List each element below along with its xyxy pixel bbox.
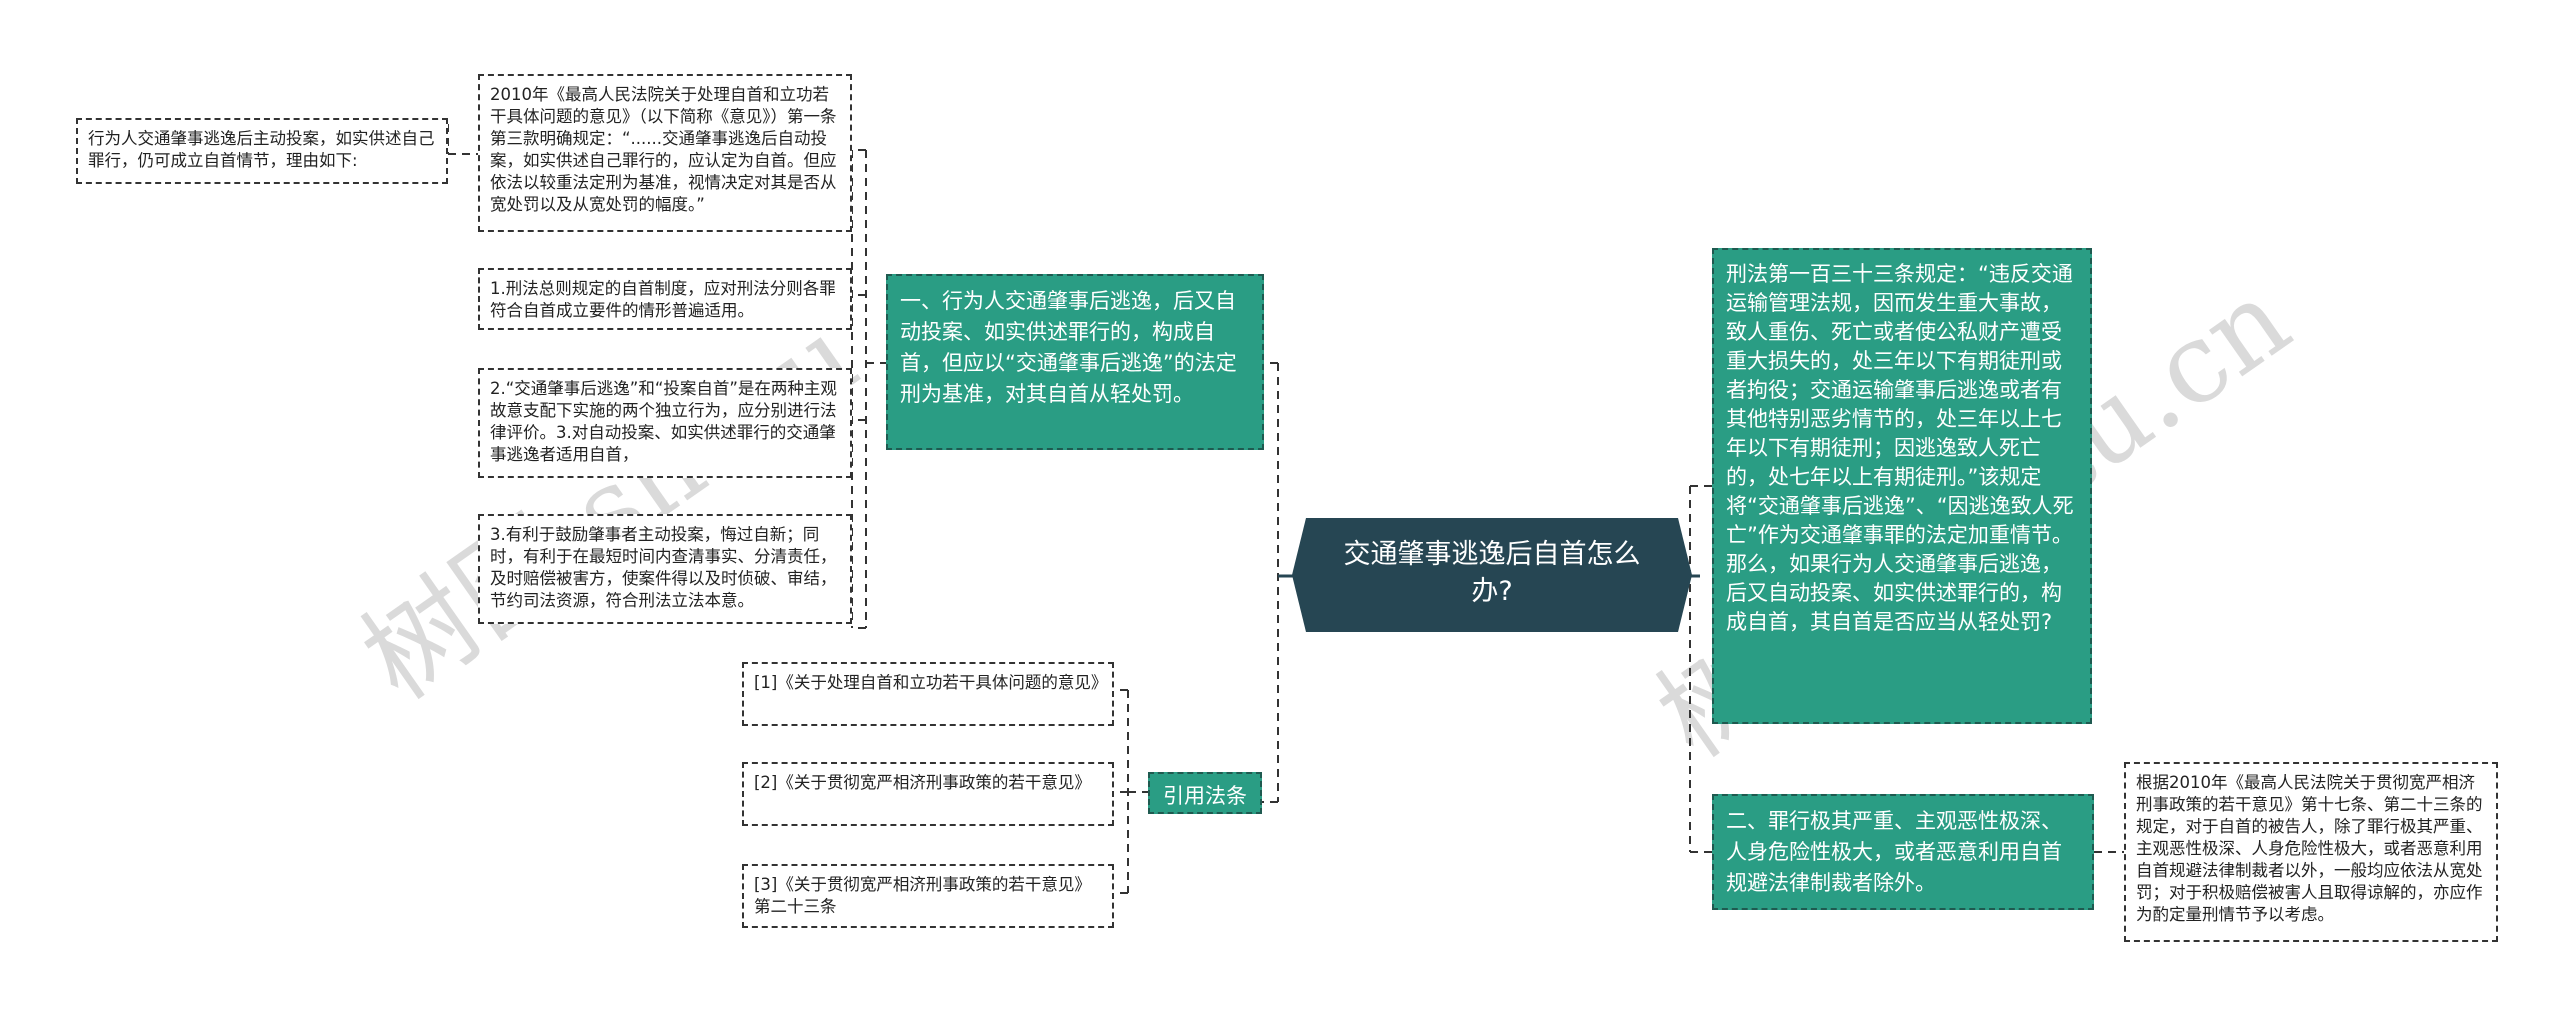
branch-right-2-text: 二、罪行极其严重、主观恶性极深、人身危险性极大，或者恶意利用自首规避法律制裁者除… bbox=[1726, 809, 2062, 895]
reference-item-1[interactable]: [1]《关于处理自首和立功若干具体问题的意见》 bbox=[742, 662, 1114, 726]
reference-item-2[interactable]: [2]《关于贯彻宽严相济刑事政策的若干意见》 bbox=[742, 762, 1114, 826]
branch-references-label: 引用法条 bbox=[1163, 784, 1247, 808]
reference-item-1-text: [1]《关于处理自首和立功若干具体问题的意见》 bbox=[754, 673, 1108, 692]
leaf-reason-2-3-text: 2.“交通肇事后逃逸”和“投案自首”是在两种主观故意支配下实施的两个独立行为，应… bbox=[490, 379, 837, 464]
leaf-opinion-2010-text: 2010年《最高人民法院关于处理自首和立功若干具体问题的意见》（以下简称《意见》… bbox=[490, 85, 837, 214]
leaf-reason-1-text: 1.刑法总则规定的自首制度，应对刑法分则各罪符合自首成立要件的情形普遍适用。 bbox=[490, 279, 836, 320]
branch-references[interactable]: 引用法条 bbox=[1148, 772, 1262, 814]
reference-item-3-text: [3]《关于贯彻宽严相济刑事政策的若干意见》 第二十三条 bbox=[754, 875, 1091, 916]
leaf-right-opinion-text: 根据2010年《最高人民法院关于贯彻宽严相济刑事政策的若干意见》第十七条、第二十… bbox=[2136, 773, 2483, 924]
branch-right-1[interactable]: 刑法第一百三十三条规定：“违反交通运输管理法规，因而发生重大事故，致人重伤、死亡… bbox=[1712, 248, 2092, 724]
root-node[interactable]: 交通肇事逃逸后自首怎么办? bbox=[1292, 518, 1692, 632]
leaf-reason-3-benefit[interactable]: 3.有利于鼓励肇事者主动投案，悔过自新；同时，有利于在最短时间内查清事实、分清责… bbox=[478, 514, 852, 624]
leaf-intro-text: 行为人交通肇事逃逸后主动投案，如实供述自己罪行，仍可成立自首情节，理由如下: bbox=[88, 129, 435, 170]
reference-item-2-text: [2]《关于贯彻宽严相济刑事政策的若干意见》 bbox=[754, 773, 1091, 792]
watermark-left: 树图 shutu bbox=[340, 292, 880, 724]
reference-item-3[interactable]: [3]《关于贯彻宽严相济刑事政策的若干意见》 第二十三条 bbox=[742, 864, 1114, 928]
branch-left-1-text: 一、行为人交通肇事后逃逸，后又自动投案、如实供述罪行的，构成自首，但应以“交通肇… bbox=[900, 289, 1237, 406]
leaf-intro[interactable]: 行为人交通肇事逃逸后主动投案，如实供述自己罪行，仍可成立自首情节，理由如下: bbox=[76, 118, 448, 184]
branch-left-1[interactable]: 一、行为人交通肇事后逃逸，后又自动投案、如实供述罪行的，构成自首，但应以“交通肇… bbox=[886, 274, 1264, 450]
leaf-right-opinion[interactable]: 根据2010年《最高人民法院关于贯彻宽严相济刑事政策的若干意见》第十七条、第二十… bbox=[2124, 762, 2498, 942]
branch-right-1-text: 刑法第一百三十三条规定：“违反交通运输管理法规，因而发生重大事故，致人重伤、死亡… bbox=[1726, 262, 2074, 634]
branch-right-2[interactable]: 二、罪行极其严重、主观恶性极深、人身危险性极大，或者恶意利用自首规避法律制裁者除… bbox=[1712, 794, 2094, 910]
leaf-opinion-2010[interactable]: 2010年《最高人民法院关于处理自首和立功若干具体问题的意见》（以下简称《意见》… bbox=[478, 74, 852, 232]
root-hexagon-shape bbox=[1292, 518, 1692, 632]
root-title: 交通肇事逃逸后自首怎么办? bbox=[1343, 539, 1641, 607]
leaf-reason-1[interactable]: 1.刑法总则规定的自首制度，应对刑法分则各罪符合自首成立要件的情形普遍适用。 bbox=[478, 268, 852, 330]
leaf-reason-3-benefit-text: 3.有利于鼓励肇事者主动投案，悔过自新；同时，有利于在最短时间内查清事实、分清责… bbox=[490, 525, 837, 610]
leaf-reason-2-3[interactable]: 2.“交通肇事后逃逸”和“投案自首”是在两种主观故意支配下实施的两个独立行为，应… bbox=[478, 368, 852, 478]
